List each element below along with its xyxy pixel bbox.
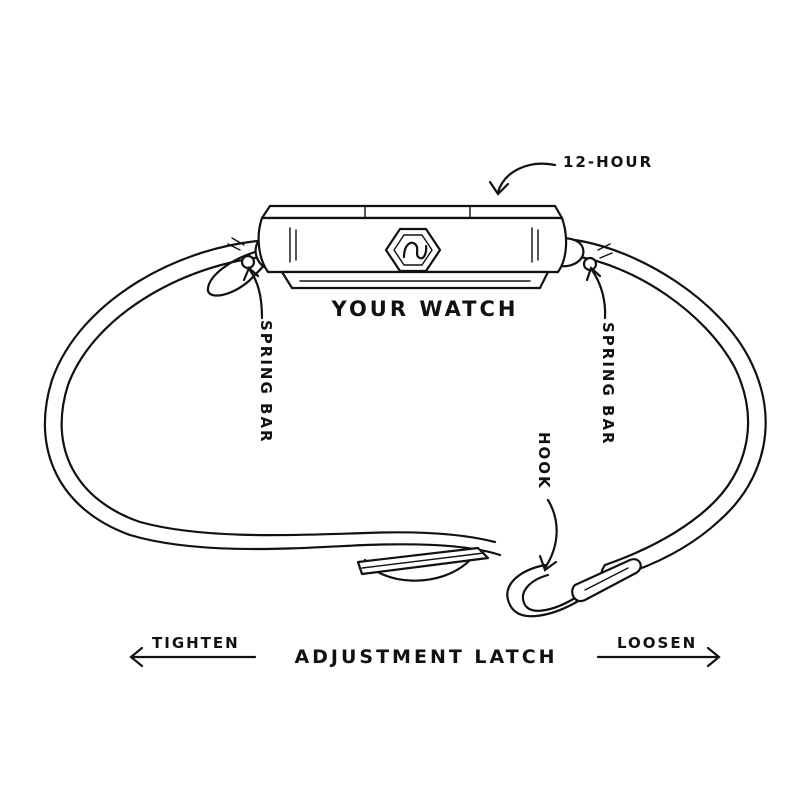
loosen-arrow-icon	[596, 646, 721, 668]
spring-bar-left-pointer-icon	[242, 266, 264, 320]
tighten-label: TIGHTEN	[152, 634, 240, 652]
spring-bar-right-pointer-icon	[585, 266, 607, 320]
spring-bar-right-label: SPRING BAR	[599, 322, 617, 446]
adjustment-latch-label: ADJUSTMENT LATCH	[294, 646, 557, 668]
adjustment-latch-bar	[356, 546, 490, 576]
strap-right-outer	[573, 238, 767, 582]
spring-bar-left-label: SPRING BAR	[257, 320, 275, 444]
strap-left-inner	[60, 254, 497, 544]
twelve-hour-arrow-icon	[488, 162, 557, 196]
twelve-hour-label: 12-HOUR	[563, 153, 653, 171]
strap-right-inner	[573, 254, 750, 567]
loosen-label: LOOSEN	[617, 634, 697, 652]
strap-left-outer	[43, 238, 502, 557]
your-watch-label: YOUR WATCH	[331, 297, 519, 321]
hook-label: HOOK	[535, 432, 553, 490]
tighten-arrow-icon	[129, 646, 257, 668]
strap	[43, 238, 767, 582]
crown-hexagon-icon	[384, 227, 442, 273]
hook-pointer-icon	[538, 498, 558, 572]
hook-graphic	[506, 558, 642, 618]
